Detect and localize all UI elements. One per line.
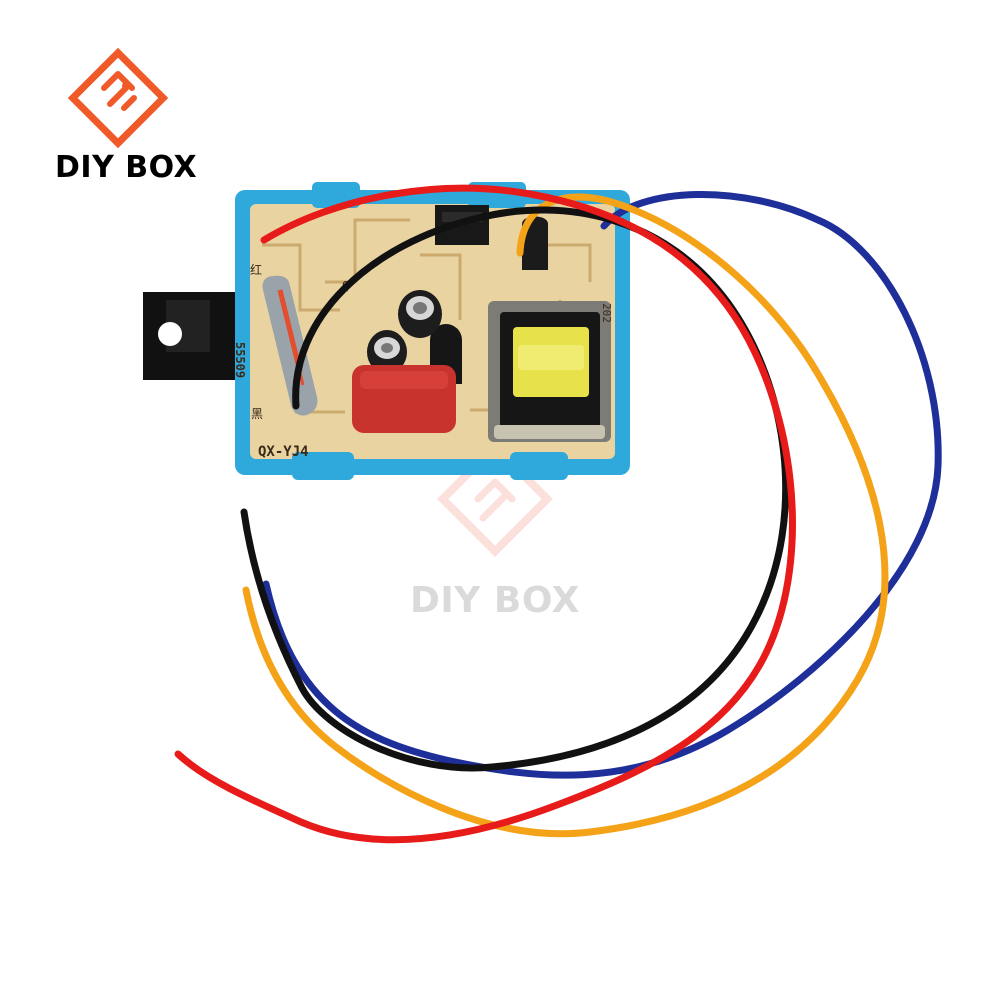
film-capacitor [352,365,456,433]
black-mark-label: 黑 [251,407,263,421]
small-transistor-top-right [522,216,548,270]
blue-wire [262,191,942,779]
black-wire [240,206,790,772]
diy-box-logo-icon [67,47,169,149]
transformer [488,301,611,442]
wires [174,184,942,844]
red-mark-label: 红 [250,262,262,277]
board-model-label: QX-YJ4 [258,444,309,460]
electrolytic-capacitor-small [367,330,407,374]
orange-wire [242,193,889,838]
electrolytic-capacitor-large [398,290,442,338]
heatsink [143,292,239,380]
watermark-logo-text: DIY BOX [410,580,580,621]
resistor-code-label: 55509 [233,342,247,378]
red-wire [174,184,796,844]
part-code-label: 202 [600,303,613,323]
top-logo-text: DIY BOX [55,150,198,185]
